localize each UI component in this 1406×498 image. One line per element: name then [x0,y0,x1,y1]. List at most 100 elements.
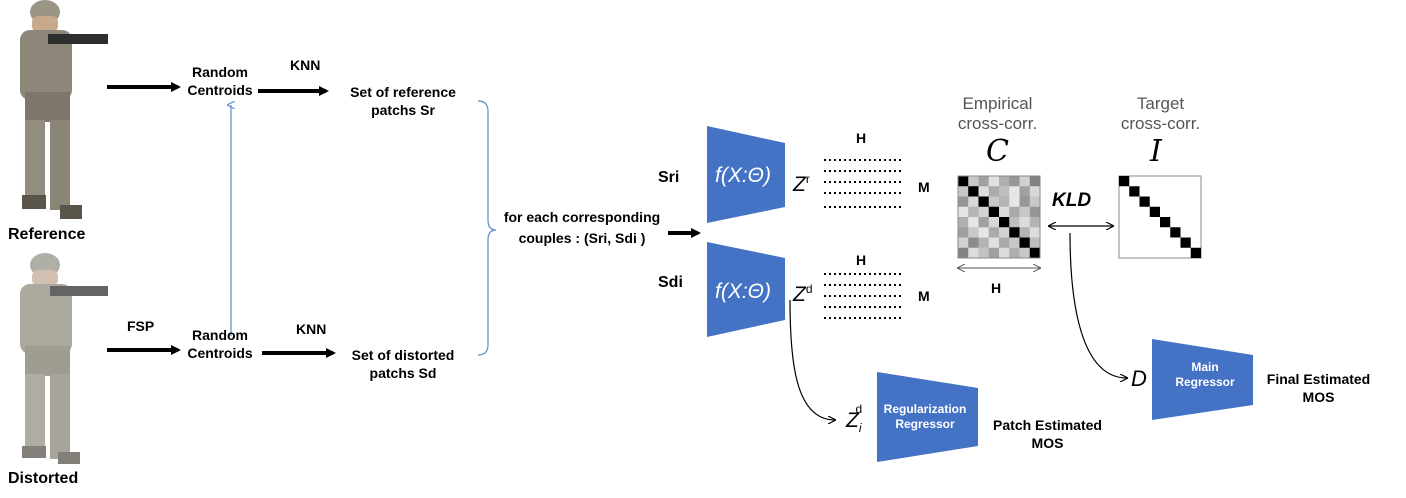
empirical-title: Empirical cross-corr. [957,94,1038,133]
couples-label: for each corresponding couples : (Sri, S… [503,209,661,246]
z-ref-label: Zr [793,172,810,196]
matrix-cell [1009,196,1020,208]
matrix-cell [958,186,969,197]
matrix-cell [999,176,1010,187]
matrix-cell [1019,247,1031,259]
m-label-ref: M [918,179,930,195]
matrix-cell [968,247,979,259]
matrix-cell [999,206,1010,218]
kld-label: KLD [1052,190,1092,211]
main-regressor-label: Main Regressor [1175,360,1235,389]
h-label-dist: H [856,252,867,268]
diagonal-cell [1149,206,1160,217]
matrix-cell [988,186,1000,197]
distorted-patch-set: Set of distorted patchs Sd [351,347,455,381]
matrix-cell [1019,206,1031,218]
matrix-cell [1009,206,1020,218]
matrix-cell [968,206,979,218]
matrix-cell [988,237,1000,249]
matrix-cell [1029,176,1041,187]
h-label-matrix: H [991,280,1002,296]
matrix-cell [968,176,979,187]
matrix-cell [978,206,990,218]
encoder-ref-function: f(X:Θ) [715,164,771,187]
matrix-cell [999,196,1010,208]
matrix-cell [988,217,1000,228]
matrix-cell [978,196,990,208]
matrix-cell [1009,227,1020,238]
empirical-symbol: C [986,134,1009,169]
matrix-cell [958,237,969,249]
matrix-cell [999,217,1010,228]
matrix-cell [958,196,969,208]
matrix-cell [988,227,1000,238]
target-symbol: I [1150,134,1162,169]
h-label-ref: H [856,130,867,146]
reference-patch-set: Set of reference patchs Sr [350,84,456,118]
regularization-regressor-label: Regularization Regressor [883,402,967,431]
arrow-to-D [1069,232,1127,378]
empirical-cross-corr-matrix [958,176,1041,259]
matrix-cell [958,227,969,238]
knn-bottom: KNN [296,321,327,337]
matrix-cell [1019,217,1031,228]
matrix-cell [978,176,990,187]
matrix-cell [968,186,979,197]
matrix-cell [978,227,990,238]
matrix-cell [1029,196,1041,208]
fsp-label: FSP [127,318,155,334]
reference-label: Reference [8,226,86,243]
matrix-cell [988,206,1000,218]
grouping-brace [477,100,497,356]
matrix-cell [978,217,990,228]
matrix-cell [1009,247,1020,259]
matrix-cell [1029,237,1041,249]
reference-soldier-image [20,0,108,219]
distorted-label: Distorted [8,470,79,487]
matrix-cell [1029,217,1041,228]
matrix-cell [958,247,969,259]
sdi-label: Sdi [658,274,683,291]
matrix-cell [1019,227,1031,238]
matrix-cell [958,217,969,228]
d-label: D [1131,366,1147,391]
target-title: Target cross-corr. [1120,94,1201,133]
arrow-to-Zi [789,299,835,420]
matrix-cell [999,247,1010,259]
matrix-cell [968,237,979,249]
matrix-cell [1009,186,1020,197]
matrix-cell [1019,237,1031,249]
encoder-dist-shape [707,242,785,337]
dotted-matrix-dist [824,273,902,319]
matrix-cell [978,186,990,197]
diagonal-cell [1119,176,1130,187]
random-centroids-top: Random Centroids [187,64,253,98]
matrix-cell [1019,176,1031,187]
target-matrix-diagonal [1119,176,1201,258]
matrix-cell [1029,186,1041,197]
matrix-cell [999,227,1010,238]
matrix-cell [1029,247,1041,259]
final-mos-label: Final Estimated MOS [1266,371,1371,405]
matrix-cell [999,186,1010,197]
random-centroids-bottom: Random Centroids [187,327,253,361]
matrix-cell [1019,186,1031,197]
matrix-cell [988,176,1000,187]
matrix-cell [1009,217,1020,228]
z-dist-label: Zd [793,282,813,306]
diagonal-cell [1129,186,1140,197]
sri-label: Sri [658,169,680,186]
diagonal-cell [1180,237,1191,248]
regularization-regressor-shape [877,372,978,462]
matrix-cell [999,237,1010,249]
dotted-matrix-ref [824,159,902,208]
main-regressor-shape [1152,339,1253,420]
diagonal-cell [1170,227,1181,238]
encoder-ref-shape [707,126,785,223]
matrix-cell [958,176,969,187]
matrix-cell [968,227,979,238]
zi-label: Zid [846,402,863,436]
matrix-cell [988,196,1000,208]
